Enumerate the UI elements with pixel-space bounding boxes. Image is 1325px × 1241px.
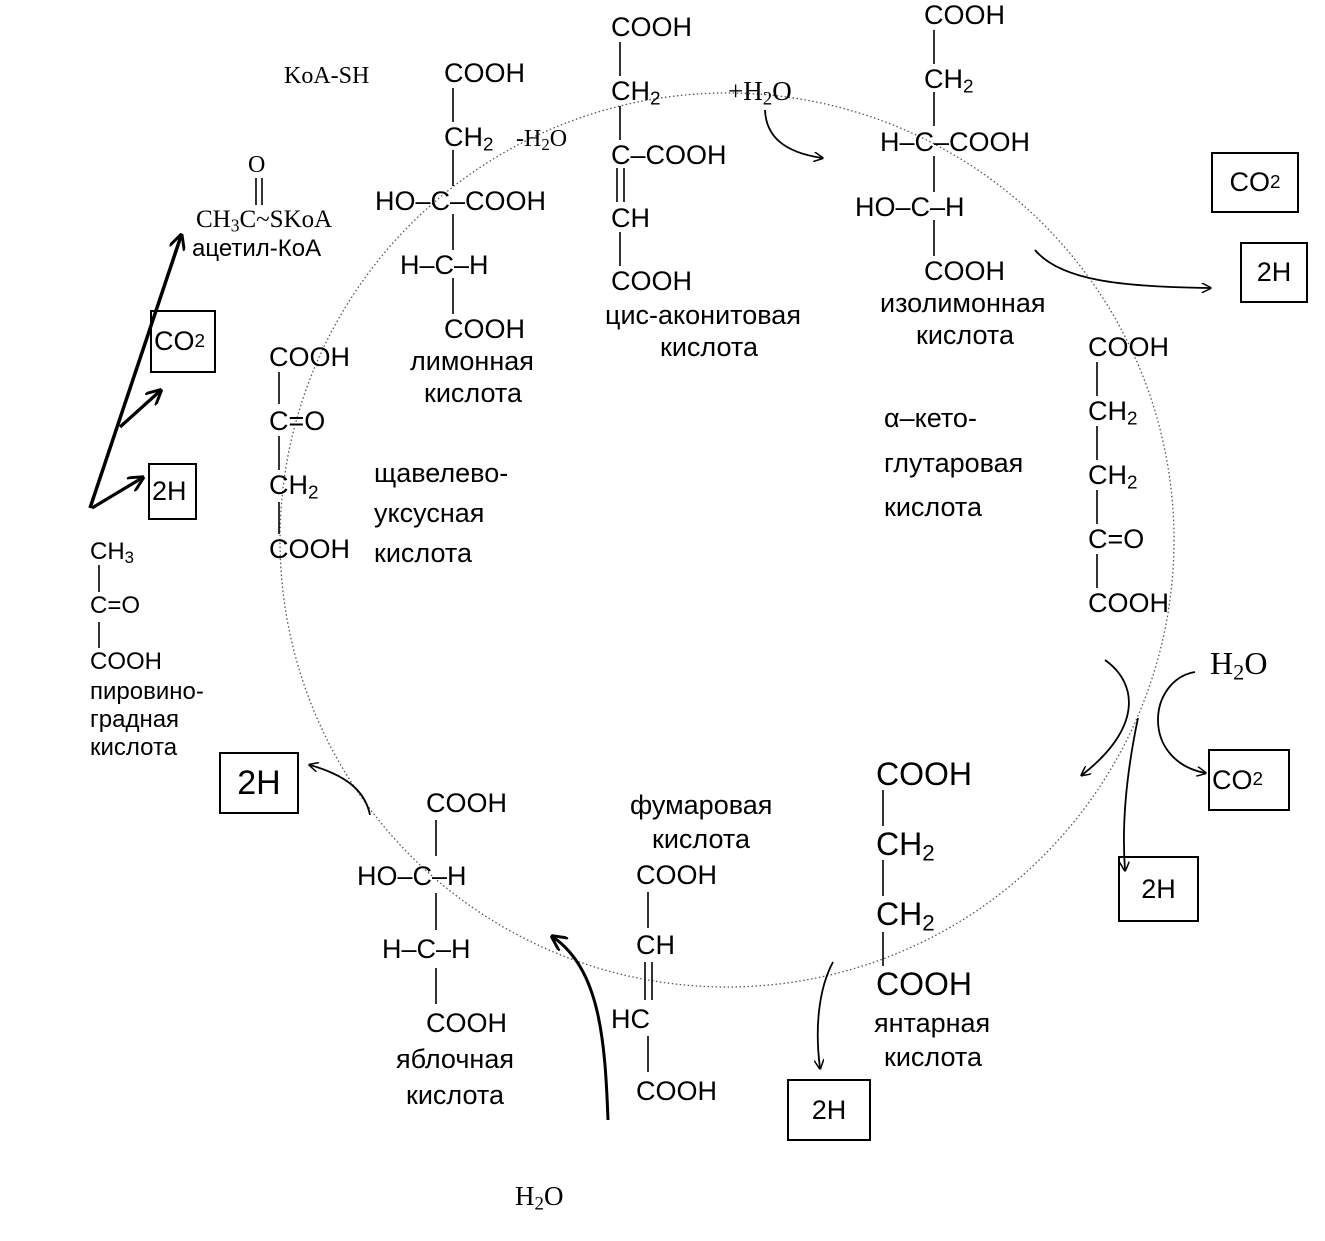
two-h-box-akg: 2H — [1118, 856, 1199, 922]
arrow-h2o-bottom — [553, 937, 610, 1121]
citric-name-2: кислота — [424, 378, 522, 408]
succinic-cooh-bottom: COOH — [876, 966, 972, 1002]
arrow-malic-2h — [310, 765, 371, 816]
succinic-name-1: янтарная — [874, 1008, 991, 1038]
aconitic-cooh-top: COOH — [611, 12, 692, 42]
fumaric-cooh-top: COOH — [636, 860, 717, 890]
succinic-ch2-b: CH2 — [876, 896, 935, 936]
malic-name-1: яблочная — [396, 1044, 514, 1074]
fumaric-name-1: фумаровая — [630, 790, 773, 820]
isocitric-cooh-top: COOH — [924, 0, 1005, 30]
akg-cooh-bottom: COOH — [1088, 588, 1169, 618]
pyruvate-ch3: CH3 — [90, 538, 135, 568]
fumaric-cooh-bottom: COOH — [636, 1076, 717, 1106]
aconitic-name-2: кислота — [660, 332, 758, 362]
malic-cooh-top: COOH — [426, 788, 507, 818]
isocitric-cooh-bottom: COOH — [924, 256, 1005, 286]
akg-name-1: α–кето- — [884, 403, 977, 433]
citric-cooh-top: COOH — [444, 58, 525, 88]
arrow-pyruvate-to-acetylcoa — [88, 236, 181, 509]
arrow-to-co2-pyruvate — [118, 391, 160, 429]
acetyl-coa-name: ацетил-КоА — [192, 235, 322, 262]
pyruvate-name-3: кислота — [90, 734, 178, 761]
acetyl-coa-formula: CH3C~SKoA — [196, 206, 333, 236]
arrow-succinic-2h — [818, 961, 834, 1068]
aconitic-c-cooh: C–COOH — [611, 140, 727, 170]
oxaloacetic-ch2: CH2 — [269, 470, 319, 504]
citric-h-c-h: H–C–H — [400, 250, 489, 280]
succinic-ch2-a: CH2 — [876, 826, 935, 866]
citric-name-1: лимонная — [410, 346, 534, 376]
oxaloacetic-cooh-bottom: COOH — [269, 534, 350, 564]
succinic-cooh-top: COOH — [876, 756, 972, 792]
aconitic-ch: CH — [611, 203, 650, 233]
arrow-plus-h2o — [764, 109, 822, 158]
two-h-box-pyruvate: 2H — [148, 463, 197, 520]
oxaloacetic-cooh-top: COOH — [269, 342, 350, 372]
akg-name-2: глутаровая — [884, 448, 1024, 478]
citric-cooh-bottom: COOH — [444, 314, 525, 344]
arrow-to-2h-pyruvate — [91, 478, 142, 510]
pyruvate-cooh: COOH — [90, 648, 162, 675]
plus-h2o-label: +H2O — [728, 76, 792, 110]
isocitric-ch2: CH2 — [924, 64, 974, 98]
two-h-box-succinic: 2H — [787, 1079, 871, 1141]
akg-ch2-b: CH2 — [1088, 460, 1138, 494]
isocitric-name-1: изолимонная — [880, 288, 1046, 318]
oxaloacetic-name-2: уксусная — [374, 498, 485, 528]
koa-sh-label: KoA-SH — [284, 63, 370, 89]
aconitic-cooh-bottom: COOH — [611, 266, 692, 296]
malic-cooh-bottom: COOH — [426, 1008, 507, 1038]
arrow-isocitric-2h — [1034, 249, 1210, 288]
h2o-bottom-label: H2O — [515, 1181, 564, 1215]
akg-name-3: кислота — [884, 492, 982, 522]
succinic-name-2: кислота — [884, 1042, 982, 1072]
two-h-box-malic: 2H — [219, 752, 299, 814]
pyruvate-name-1: пировино- — [90, 678, 204, 705]
citric-ch2: CH2 — [444, 122, 494, 156]
citric-ho-c-cooh: HO–C–COOH — [375, 186, 547, 216]
fumaric-name-2: кислота — [652, 824, 750, 854]
akg-co: C=O — [1088, 524, 1145, 554]
aconitic-ch2: CH2 — [611, 76, 661, 110]
oxaloacetic-name-1: щавелево- — [374, 458, 509, 488]
acetyl-coa-oxygen: O — [248, 152, 266, 178]
arrow-akg-in — [1082, 659, 1130, 775]
minus-h2o-label: -H2O — [516, 126, 568, 155]
malic-name-2: кислота — [406, 1080, 504, 1110]
isocitric-ho-c-h: HO–C–H — [855, 192, 965, 222]
aconitic-name-1: цис-аконитовая — [605, 300, 801, 330]
h2o-right-label: H2O — [1210, 645, 1268, 685]
pyruvate-co: C=O — [90, 592, 141, 619]
isocitric-name-2: кислота — [916, 320, 1014, 350]
cycle-circle — [279, 92, 1175, 988]
akg-ch2-a: CH2 — [1088, 396, 1138, 430]
fumaric-ch: CH — [636, 930, 675, 960]
arrow-h2o-right — [1157, 671, 1205, 773]
oxaloacetic-co: C=O — [269, 406, 326, 436]
akg-cooh-top: COOH — [1088, 332, 1169, 362]
fumaric-hc: HC — [611, 1004, 650, 1034]
malic-ho-c-h: HO–C–H — [357, 861, 467, 891]
pyruvate-name-2: градная — [90, 706, 180, 733]
oxaloacetic-name-3: кислота — [374, 538, 472, 568]
malic-h-c-h: H–C–H — [382, 934, 471, 964]
arrow-akg-2h — [1124, 717, 1139, 870]
isocitric-h-c-cooh: H–C–COOH — [880, 127, 1031, 157]
two-h-box-isocitric: 2H — [1240, 242, 1308, 303]
